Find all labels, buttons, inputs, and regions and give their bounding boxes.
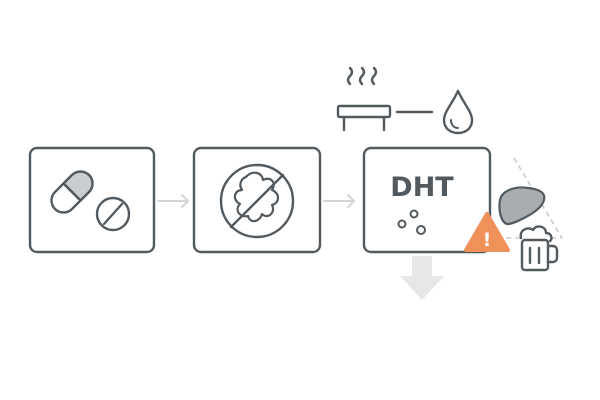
pills-icon: [50, 170, 131, 232]
water-drop-icon: [442, 89, 474, 135]
step-box: [28, 146, 156, 254]
dht-molecules-icon: [397, 209, 426, 235]
step-hair-blocked: [192, 146, 322, 254]
connector-arrow: [323, 194, 355, 208]
side-effects-group: !: [464, 157, 563, 272]
step-box: [362, 146, 492, 254]
warning-symbol: !: [483, 229, 492, 251]
step-dht: DHT: [362, 146, 492, 254]
prohibited-hair-icon: [219, 163, 295, 239]
heated-surface-icon: [336, 66, 392, 132]
heat-to-water-group: [336, 66, 474, 135]
down-arrow: [400, 256, 444, 300]
beer-mug-icon: [519, 225, 559, 272]
warning-triangle-icon: !: [464, 212, 510, 252]
connector-arrow: [157, 194, 189, 208]
dashed-triangle: [500, 157, 563, 239]
step-pills: [28, 146, 156, 254]
dht-label: DHT: [390, 172, 454, 203]
liver-icon: [498, 186, 546, 226]
